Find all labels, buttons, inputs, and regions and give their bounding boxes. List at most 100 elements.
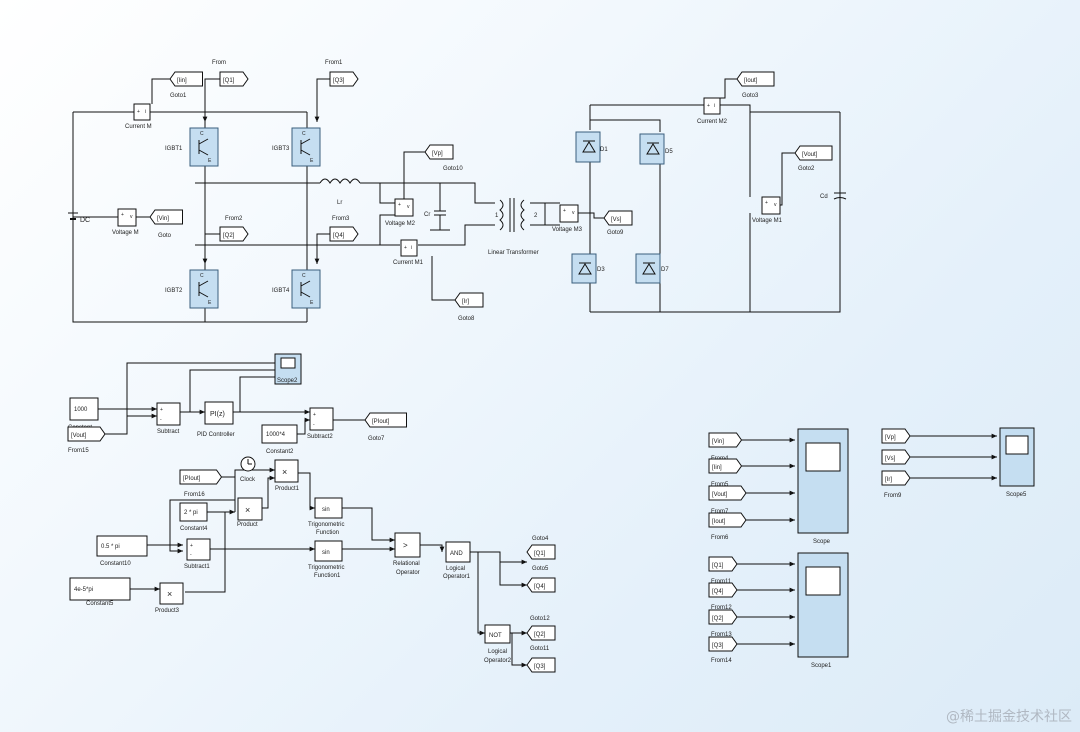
scope2-block[interactable]: Scope2: [274, 353, 302, 385]
tag-name: Goto1: [170, 93, 187, 99]
constant-block[interactable]: 1000Constant: [68, 397, 99, 431]
tag-name: From14: [711, 658, 732, 664]
subtract2-block[interactable]: +- Subtract2: [307, 407, 334, 440]
from16-tag[interactable]: [PIout]From16: [179, 469, 223, 498]
svg-text:v: v: [572, 210, 575, 216]
diode-d1[interactable]: D1: [575, 131, 608, 163]
subtract-block[interactable]: +- Subtract: [156, 402, 181, 435]
from2-q2-tag[interactable]: [Q2]From2: [219, 216, 249, 242]
constant-value: 0.5 * pi: [101, 544, 120, 550]
from1-q3-tag[interactable]: [Q3]From1: [325, 60, 359, 87]
from3-q4-tag[interactable]: [Q4]From3: [329, 216, 359, 242]
tag-name: Goto7: [368, 436, 385, 442]
tag-text: [Iout]: [744, 78, 758, 84]
tag-text: [Vout]: [71, 433, 87, 439]
tag-name: From12: [711, 605, 732, 611]
scope-wires: [731, 433, 997, 647]
relational-operator-block[interactable]: > Relational Operator: [393, 532, 421, 576]
svg-text:IGBT3: IGBT3: [272, 146, 290, 152]
svg-text:+: +: [313, 412, 316, 418]
from13-tag[interactable]: [Q2]From13: [708, 609, 738, 638]
scope5-block[interactable]: Scope5: [999, 427, 1035, 498]
diode-d5[interactable]: D5: [639, 133, 673, 165]
goto3-tag[interactable]: [Iout]Goto3: [736, 71, 775, 99]
tag-name: From15: [68, 448, 89, 454]
tag-text: [Vin]: [157, 216, 169, 222]
svg-text:C: C: [302, 273, 306, 279]
and-block[interactable]: AND Logical Operator1: [443, 541, 471, 580]
from4-tag[interactable]: [Vin]From4: [708, 432, 743, 462]
svg-text:sin: sin: [322, 550, 330, 556]
svg-text:i: i: [714, 103, 715, 109]
from11-tag[interactable]: [Q1]From11: [708, 556, 738, 585]
current-m1-block[interactable]: +i Current M1: [393, 239, 424, 266]
current-m-block[interactable]: +i Current M: [125, 103, 152, 130]
capacitor-cr[interactable]: Cr: [424, 200, 446, 225]
svg-text:>: >: [403, 541, 408, 550]
power-wires: [72, 104, 841, 323]
clock-block[interactable]: Clock: [240, 456, 256, 483]
goto8-tag[interactable]: [Ir]Goto8: [454, 292, 484, 322]
from15-tag[interactable]: [Vout] From15: [67, 426, 106, 454]
diode-d3[interactable]: D3: [571, 253, 605, 284]
scope1-block[interactable]: Scope1: [797, 552, 849, 669]
svg-text:D3: D3: [597, 267, 605, 273]
pid-controller[interactable]: PI(z) PID Controller: [197, 401, 235, 438]
current-m2-block[interactable]: +i Current M2: [697, 97, 728, 125]
from5-tag[interactable]: [Iin]From5: [708, 458, 743, 488]
from12-tag[interactable]: [Q4]From12: [708, 582, 738, 611]
tag-text: [Vin]: [712, 439, 724, 445]
product-block[interactable]: × Product: [237, 497, 263, 528]
goto12-tag[interactable]: [Q2]Goto12: [526, 616, 556, 641]
igbt3[interactable]: CE IGBT3: [272, 127, 321, 167]
from6-tag[interactable]: [Iout]From6: [708, 512, 747, 541]
svg-text:×: ×: [245, 505, 250, 515]
goto5-tag[interactable]: [Q4]Goto5: [526, 566, 556, 593]
goto7-tag[interactable]: [PIout]Goto7: [364, 412, 407, 442]
not-block[interactable]: NOT Logical Operator2: [484, 624, 512, 664]
svg-text:Product1: Product1: [275, 486, 300, 492]
diode-d7[interactable]: D7: [635, 253, 669, 284]
goto4-tag[interactable]: [Q1]Goto4: [526, 536, 556, 560]
product1-block[interactable]: × Product1: [274, 459, 300, 492]
voltage-m1-block[interactable]: +v Voltage M1: [752, 196, 783, 224]
scope-block[interactable]: Scope: [797, 428, 849, 545]
svg-text:Trigonometric: Trigonometric: [308, 522, 344, 528]
goto9-tag[interactable]: [Vs]Goto9: [603, 210, 633, 236]
linear-transformer[interactable]: 1 2 Linear Transformer: [488, 198, 539, 256]
igbt4[interactable]: CE IGBT4: [272, 269, 321, 309]
goto10-tag[interactable]: [Vp]Goto10: [424, 144, 463, 172]
from-q1-tag[interactable]: [Q1]From: [212, 60, 249, 87]
trig-function-block[interactable]: sin Trigonometric Function: [308, 497, 344, 536]
goto-tag[interactable]: [Vin]Goto: [149, 209, 183, 239]
product3-block[interactable]: × Product3: [155, 582, 184, 614]
tag-name: From6: [711, 535, 729, 541]
igbt1[interactable]: CE IGBT1: [165, 127, 219, 167]
trig-function1-block[interactable]: sin Trigonometric Function1: [308, 540, 344, 579]
from14-tag[interactable]: [Q3]From14: [708, 636, 738, 664]
tag-name: From3: [332, 216, 350, 222]
from7-tag[interactable]: [Vout]From7: [708, 485, 747, 515]
goto11-tag[interactable]: [Q3]Goto11: [526, 646, 556, 673]
goto1-tag[interactable]: [Iin]Goto1: [169, 71, 203, 99]
svg-text:AND: AND: [450, 551, 463, 557]
voltage-m3-block[interactable]: +v Voltage M3: [552, 204, 583, 233]
voltage-m-block[interactable]: +v Voltage M: [112, 208, 139, 236]
svg-text:v: v: [130, 214, 133, 220]
from9-tag[interactable]: [Ir]From9: [881, 470, 911, 499]
svg-text:×: ×: [167, 589, 172, 599]
igbt2[interactable]: CE IGBT2: [165, 269, 219, 309]
goto2-tag[interactable]: [Vout]Goto2: [794, 145, 833, 172]
tag-text: [Iin]: [712, 465, 722, 471]
watermark: @稀土掘金技术社区: [946, 709, 1072, 725]
svg-text:IGBT2: IGBT2: [165, 288, 183, 294]
svg-text:Cd: Cd: [820, 194, 828, 200]
svg-text:E: E: [208, 300, 212, 306]
inductor-lr[interactable]: Lr: [319, 178, 361, 206]
capacitor-cd[interactable]: Cd: [820, 192, 847, 200]
subtract1-block[interactable]: +- Subtract1: [184, 538, 211, 570]
